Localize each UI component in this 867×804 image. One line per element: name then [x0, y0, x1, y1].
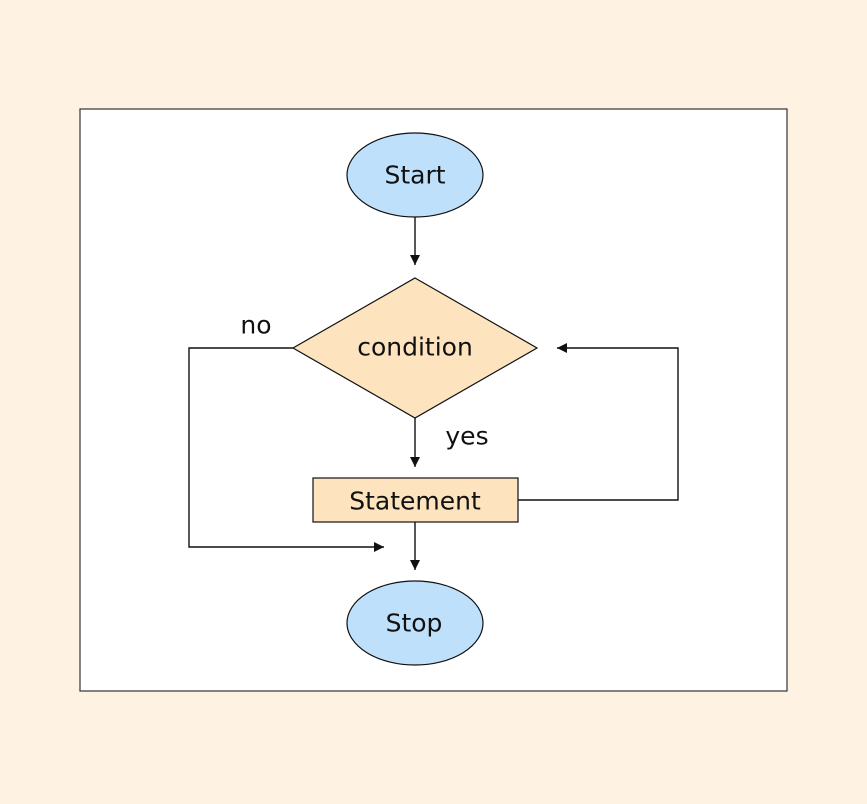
statement-box: [312, 477, 519, 523]
condition-no-arrow: [188, 347, 384, 552]
statement-loop-back-arrow: [518, 343, 679, 501]
stop-node: Stop: [346, 580, 484, 666]
statement-node: Statement: [312, 477, 519, 523]
start-node: Start: [346, 132, 484, 218]
start-ellipse: [346, 132, 484, 218]
yes-edge-label: yes: [445, 422, 488, 451]
no-edge-label: no: [240, 311, 271, 340]
condition-diamond: [291, 277, 539, 419]
stop-label: Stop: [386, 609, 443, 638]
connectors: [188, 217, 679, 570]
statement-label: Statement: [349, 487, 481, 516]
stop-ellipse: [346, 580, 484, 666]
condition-label: condition: [357, 333, 473, 362]
condition-node: condition: [291, 277, 539, 419]
start-label: Start: [384, 161, 445, 190]
